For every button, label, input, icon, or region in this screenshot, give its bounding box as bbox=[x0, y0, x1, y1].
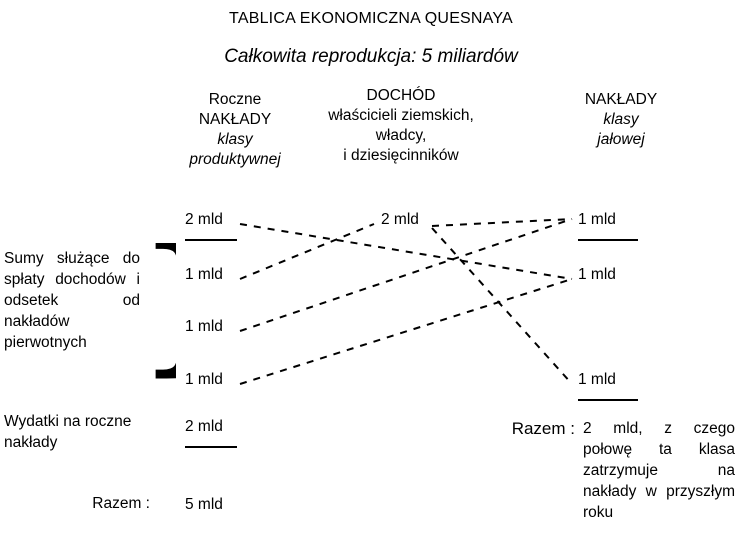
sterile-total-description: 2 mld, z czego połowę ta klasa zatrzymuj… bbox=[583, 420, 735, 521]
total-label-right: Razem : bbox=[511, 419, 575, 438]
flow-m1-s1 bbox=[431, 218, 573, 227]
column-header-sterile: NAKŁADY klasy jałowej bbox=[536, 90, 706, 150]
column-header-productive-line2: NAKŁADY bbox=[198, 111, 272, 128]
column-header-income-line1: DOCHÓD bbox=[366, 87, 436, 104]
column-header-income: DOCHÓD właścicieli ziemskich, władcy, i … bbox=[296, 86, 506, 166]
page-title: TABLICA EKONOMICZNA QUESNAYA bbox=[229, 10, 513, 27]
flow-p4-s2 bbox=[239, 278, 573, 385]
annual-outlays-label: Wydatki na roczne nakłady bbox=[4, 413, 132, 451]
flow-m1-s3 bbox=[431, 227, 573, 385]
amount-productive-total: 5 mld bbox=[185, 496, 223, 513]
curly-brace-icon: } bbox=[142, 243, 176, 395]
flow-p2-m1 bbox=[239, 223, 375, 280]
page-subtitle: Całkowita reprodukcja: 5 miliardów bbox=[224, 46, 518, 67]
column-header-productive: Roczne NAKŁADY klasy produktywnej bbox=[160, 90, 310, 170]
amount-productive-row1: 2 mld bbox=[185, 211, 237, 241]
amount-sterile-row2: 1 mld bbox=[578, 266, 616, 283]
column-header-income-line4: i dziesięcinników bbox=[343, 147, 459, 164]
amount-productive-row4: 1 mld bbox=[185, 371, 223, 388]
column-header-productive-line4: produktywnej bbox=[189, 151, 281, 168]
amount-productive-outlays: 2 mld bbox=[185, 418, 237, 448]
total-label-left: Razem : bbox=[92, 495, 150, 512]
flow-p3-s1 bbox=[239, 218, 573, 332]
column-header-sterile-line1: NAKŁADY bbox=[584, 91, 658, 108]
column-header-sterile-line2: klasy bbox=[603, 111, 639, 128]
amount-productive-row2: 1 mld bbox=[185, 266, 223, 283]
column-header-productive-line3: klasy bbox=[217, 131, 253, 148]
amount-productive-row3: 1 mld bbox=[185, 318, 223, 335]
column-header-income-line3: władcy, bbox=[375, 127, 427, 144]
amount-sterile-row1: 1 mld bbox=[578, 211, 638, 241]
amount-income-row1: 2 mld bbox=[381, 211, 419, 228]
column-header-productive-line1: Roczne bbox=[208, 91, 262, 108]
flow-p1-s2 bbox=[239, 223, 573, 280]
column-header-sterile-line3: jałowej bbox=[597, 131, 645, 148]
amount-sterile-row3: 1 mld bbox=[578, 371, 638, 401]
sums-note-label: Sumy służące do spłaty dochodów i odsete… bbox=[4, 250, 140, 351]
column-header-income-line2: właścicieli ziemskich, bbox=[328, 107, 474, 124]
